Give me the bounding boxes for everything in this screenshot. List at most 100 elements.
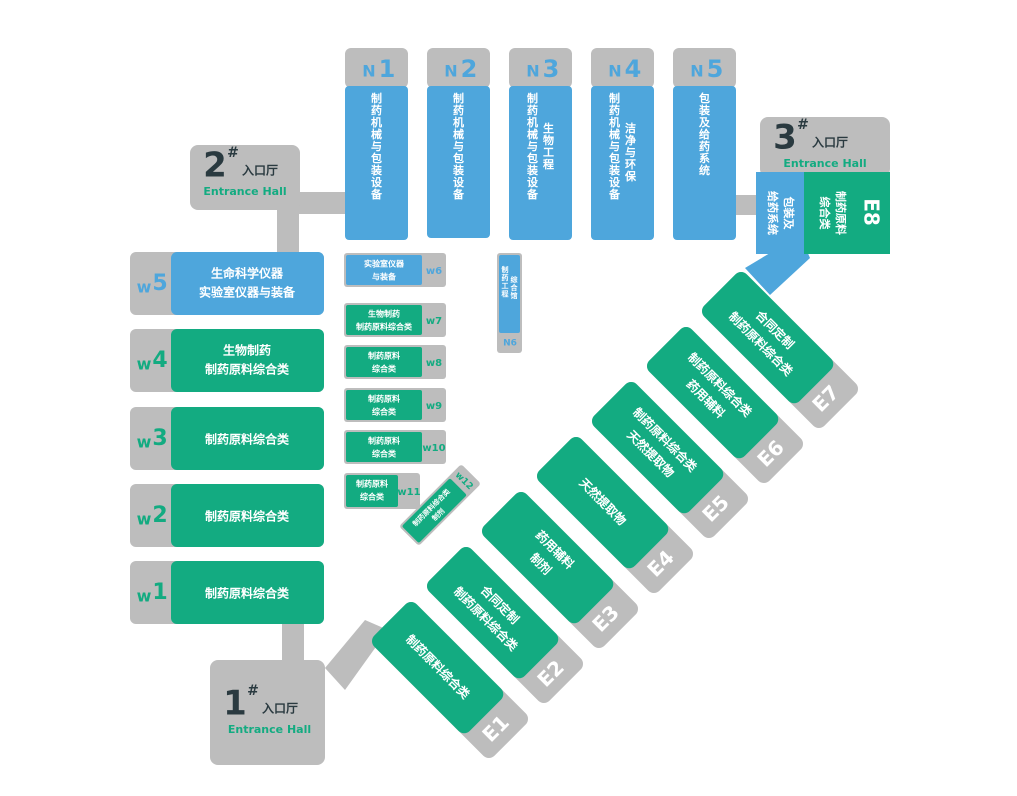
entrance-1-english: Entrance Hall	[228, 723, 311, 736]
entrance-1[interactable]: 1#入口厅 Entrance Hall	[210, 660, 325, 765]
hall-n2-code-letter: N	[444, 62, 457, 81]
hall-e4-body	[536, 436, 669, 569]
hall-w4-body	[171, 329, 324, 392]
hall-w8-label-1: 制药原料	[368, 351, 400, 361]
entrance-3-english: Entrance Hall	[783, 157, 866, 170]
hall-n5-label: 包装及给药系统	[698, 91, 711, 177]
entrance-1-block	[210, 660, 325, 765]
hall-w10-label-1: 制药原料	[368, 436, 400, 446]
hall-e2-body	[426, 546, 559, 679]
hall-n3-label-2: 生物工程	[543, 121, 554, 171]
corridor-w5-entrance2	[277, 205, 299, 255]
hall-n4-code-letter: N	[608, 62, 621, 81]
hall-w12-body	[402, 478, 467, 543]
entrance-3-mark: #	[797, 117, 809, 133]
hall-e8-side-label-2: 给药系统	[766, 191, 780, 235]
hall-n3-code-number: 3	[543, 55, 560, 83]
entrance-2-block	[190, 145, 300, 210]
hall-w10-body	[346, 432, 422, 462]
corridor-entrance2-n1	[298, 192, 348, 214]
hall-w5-body	[171, 252, 324, 315]
hall-w3-code-letter: w	[137, 433, 152, 452]
hall-n5-body	[673, 86, 736, 240]
hall-e8-code: E8	[860, 198, 884, 226]
hall-w1-label: 制药原料综合类	[205, 586, 290, 601]
hall-w2-code-number: 2	[152, 503, 167, 528]
hall-w10-code: w10	[422, 443, 445, 454]
hall-w3-body	[171, 407, 324, 470]
hall-e8-side-label-1: 包装及	[782, 196, 796, 231]
entrance-1-number: 1	[223, 684, 247, 724]
entrance-1-label: 入口厅	[262, 702, 298, 716]
hall-w5-label-2: 实验室仪器与装备	[199, 285, 296, 300]
hall-w10[interactable]: 制药原料综合类 w10	[344, 430, 446, 464]
hall-w9-label-2: 综合类	[372, 407, 396, 417]
hall-e1-body	[371, 601, 504, 734]
hall-e8-label-2: 综合类	[818, 197, 832, 231]
entrance-1-mark: #	[247, 683, 259, 699]
hall-w3-label: 制药原料综合类	[205, 432, 290, 447]
hall-w5-code-number: 5	[152, 271, 167, 296]
hall-n3-body	[509, 86, 572, 240]
hall-w8-body	[346, 347, 422, 377]
hall-w6-body	[346, 255, 422, 285]
hall-w1-code-letter: w	[137, 587, 152, 606]
hall-w8-code: w8	[426, 358, 442, 369]
hall-w1-code-number: 1	[152, 580, 167, 605]
hall-w2-label: 制药原料综合类	[205, 509, 290, 524]
hall-e5-body	[591, 381, 724, 514]
hall-w9[interactable]: 制药原料综合类 w9	[344, 388, 446, 422]
hall-w2-body	[171, 484, 324, 547]
hall-e7-body	[701, 271, 834, 404]
hall-w4-code-number: 4	[152, 348, 167, 373]
hall-n4-body	[591, 86, 654, 240]
hall-w10-label-2: 综合类	[372, 449, 396, 459]
hall-w1-body	[171, 561, 324, 624]
hall-w9-code: w9	[426, 401, 442, 412]
entrance-2-label: 入口厅	[242, 164, 278, 178]
hall-w5-label-1: 生命科学仪器	[211, 266, 284, 281]
hall-n2-body	[427, 86, 490, 238]
entrance-2-number: 2	[203, 146, 227, 186]
hall-n6-label-1: 制药工程	[502, 265, 509, 298]
hall-w6-label-1: 实验室仪器	[364, 259, 405, 269]
hall-n2-code-number: 2	[461, 55, 478, 83]
hall-n2-header	[427, 48, 490, 88]
hall-w11-label-1: 制药原料	[356, 479, 388, 489]
hall-w9-label-1: 制药原料	[368, 394, 400, 404]
hall-n1-header	[345, 48, 408, 88]
hall-n6-code: N6	[503, 339, 517, 349]
entrance-2-english: Entrance Hall	[203, 185, 286, 198]
hall-n1-code-letter: N	[362, 62, 375, 81]
hall-w7-label-2: 制药原料综合类	[356, 322, 412, 332]
hall-n4-code-number: 4	[625, 55, 642, 83]
hall-n6-body	[499, 255, 520, 333]
entrance-3-number: 3	[773, 118, 797, 158]
